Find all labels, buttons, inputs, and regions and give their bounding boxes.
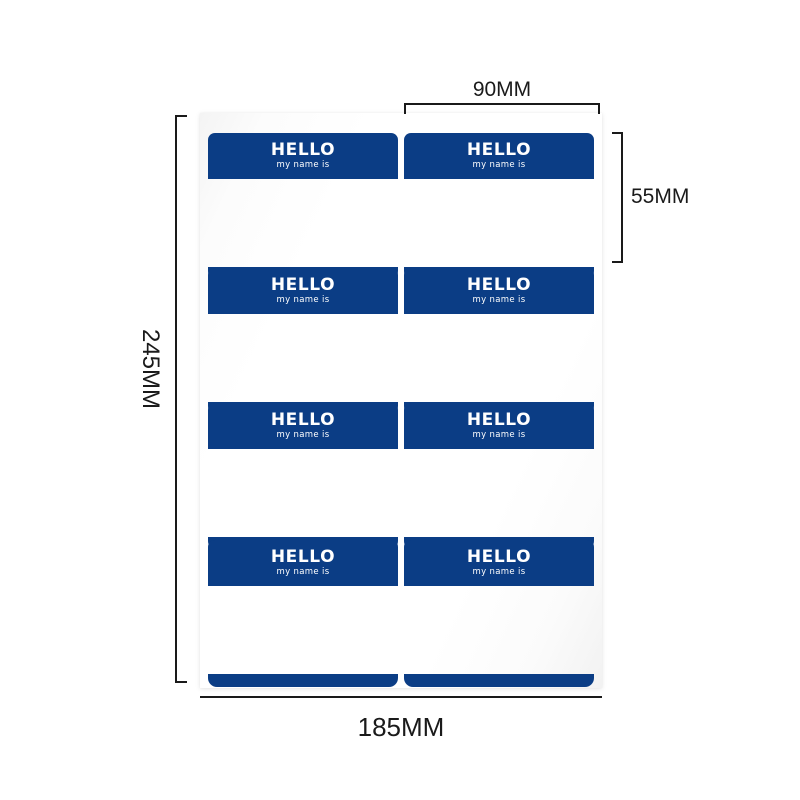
label-hello-text: HELLO	[466, 275, 532, 296]
bracket-tick-top	[612, 132, 623, 134]
label-subtitle-text: my name is	[472, 160, 526, 171]
bracket-tick-left	[404, 103, 406, 114]
label-subtitle-text: my name is	[472, 567, 526, 578]
bracket-bar	[404, 103, 600, 105]
label-header-bar: HELLO my name is	[404, 403, 594, 449]
label-write-area	[208, 586, 398, 674]
label-header-bar: HELLO my name is	[208, 133, 398, 179]
label-header-bar: HELLO my name is	[404, 540, 594, 586]
bracket-bar	[200, 696, 602, 698]
label-write-area	[208, 449, 398, 537]
label-sheet: HELLO my name is HELLO my name is HELLO …	[200, 113, 602, 688]
label-hello-text: HELLO	[466, 547, 532, 568]
label-header-bar: HELLO my name is	[208, 540, 398, 586]
label-subtitle-text: my name is	[276, 295, 330, 306]
dimension-bracket-right	[612, 132, 623, 263]
label-header-bar: HELLO my name is	[208, 268, 398, 314]
bracket-tick-right	[598, 103, 600, 114]
label-subtitle-text: my name is	[276, 430, 330, 441]
dimension-bracket-top	[404, 103, 600, 114]
bracket-tick-bottom	[612, 261, 623, 263]
label-subtitle-text: my name is	[276, 567, 330, 578]
label-header-bar: HELLO my name is	[404, 133, 594, 179]
label-hello-text: HELLO	[466, 410, 532, 431]
label-hello-text: HELLO	[270, 410, 336, 431]
dimension-label-sheet-width: 185MM	[357, 712, 445, 742]
label-column-left: HELLO my name is HELLO my name is HELLO …	[208, 113, 398, 688]
label-hello-text: HELLO	[466, 140, 532, 161]
label-subtitle-text: my name is	[276, 160, 330, 171]
dimension-label-width-single: 90MM	[472, 78, 532, 101]
label-header-bar: HELLO my name is	[404, 268, 594, 314]
label-write-area	[404, 314, 594, 402]
label-subtitle-text: my name is	[472, 430, 526, 441]
bracket-tick-bottom	[175, 681, 187, 683]
label-hello-text: HELLO	[270, 547, 336, 568]
label-write-area	[208, 179, 398, 267]
label-subtitle-text: my name is	[472, 295, 526, 306]
label-write-area	[208, 314, 398, 402]
bracket-tick-top	[175, 115, 187, 117]
label-write-area	[404, 179, 594, 267]
label-footer-strip	[208, 674, 398, 687]
label-hello-text: HELLO	[270, 140, 336, 161]
dimension-label-height-single: 55MM	[631, 185, 690, 208]
label-write-area	[404, 586, 594, 674]
label-column-right: HELLO my name is HELLO my name is HELLO …	[404, 113, 594, 688]
dimension-bracket-left	[175, 115, 187, 683]
label-hello-text: HELLO	[270, 275, 336, 296]
label-footer-strip	[404, 674, 594, 687]
bracket-bar	[175, 115, 177, 683]
label-write-area	[404, 449, 594, 537]
bracket-bar	[621, 132, 623, 263]
dimension-label-sheet-height: 245MM	[137, 328, 165, 410]
label-header-bar: HELLO my name is	[208, 403, 398, 449]
dimension-bracket-bottom	[200, 696, 602, 698]
